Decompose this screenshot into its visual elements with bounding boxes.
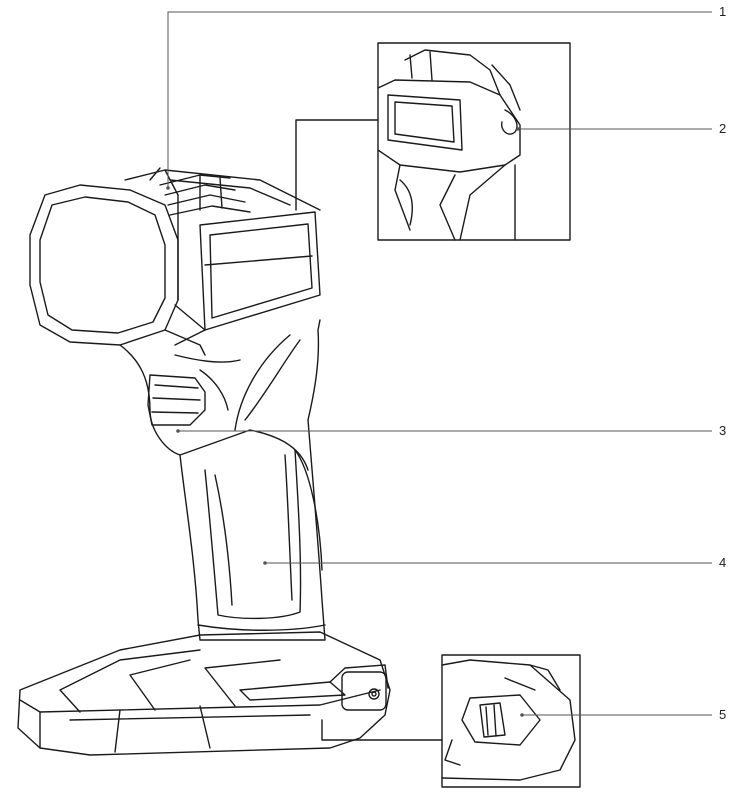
callout-4: 4 <box>719 555 727 570</box>
switch <box>147 374 206 426</box>
callout-5: 5 <box>719 707 727 722</box>
base-housing <box>17 631 391 756</box>
handle <box>179 419 326 641</box>
leader-line-1 <box>167 11 712 188</box>
inset-contact <box>441 654 581 788</box>
lock-button <box>341 671 387 711</box>
body <box>119 319 321 456</box>
inset-hook <box>377 42 571 241</box>
callout-1: 1 <box>719 4 727 19</box>
inset-5-bracket <box>321 719 443 741</box>
lamp-head <box>29 167 321 356</box>
inset-2-bracket <box>295 119 379 211</box>
callout-2: 2 <box>719 121 727 136</box>
callout-3: 3 <box>719 423 727 438</box>
